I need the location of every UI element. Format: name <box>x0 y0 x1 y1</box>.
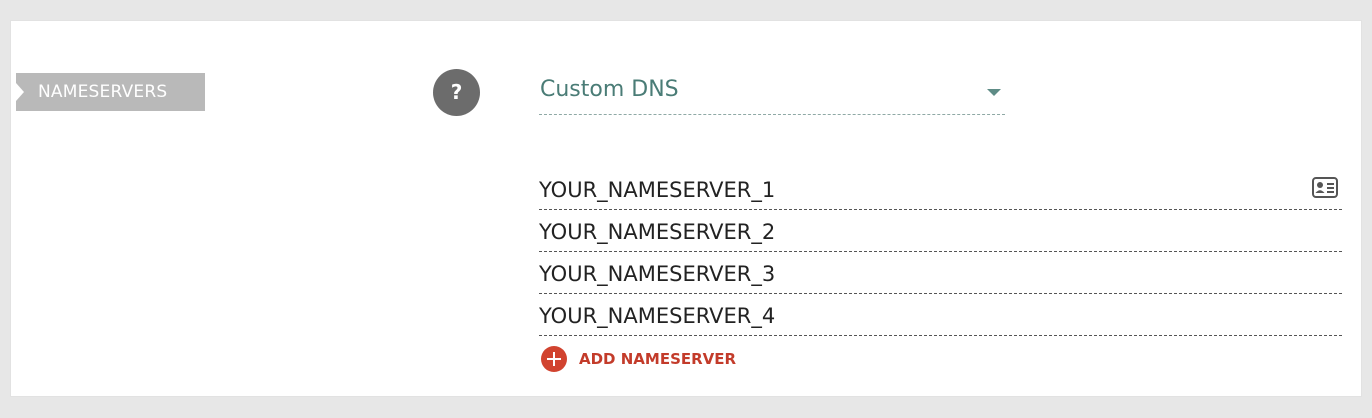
nameserver-row-3 <box>539 254 1342 294</box>
nameserver-input-4[interactable] <box>539 302 1279 330</box>
dns-type-select[interactable]: Custom DNS <box>539 73 1005 115</box>
section-tag-nameservers: NAMESERVERS <box>16 73 205 111</box>
plus-circle-icon <box>541 346 567 372</box>
nameserver-input-3[interactable] <box>539 260 1279 288</box>
chevron-down-icon <box>987 89 1001 96</box>
section-label: NAMESERVERS <box>38 82 168 102</box>
nameserver-row-4 <box>539 296 1342 336</box>
nameserver-input-2[interactable] <box>539 218 1279 246</box>
nameserver-row-1 <box>539 170 1342 210</box>
tag-notch <box>16 83 24 101</box>
question-mark-icon: ? <box>450 80 463 104</box>
nameserver-input-1[interactable] <box>539 176 1279 204</box>
add-nameserver-label: ADD NAMESERVER <box>579 350 737 368</box>
help-button[interactable]: ? <box>433 69 480 116</box>
contact-card-icon[interactable] <box>1312 177 1338 198</box>
nameservers-panel: NAMESERVERS ? Custom DNS ADD NAMESERVER <box>10 20 1362 397</box>
nameserver-row-2 <box>539 212 1342 252</box>
dns-type-value: Custom DNS <box>540 77 679 102</box>
